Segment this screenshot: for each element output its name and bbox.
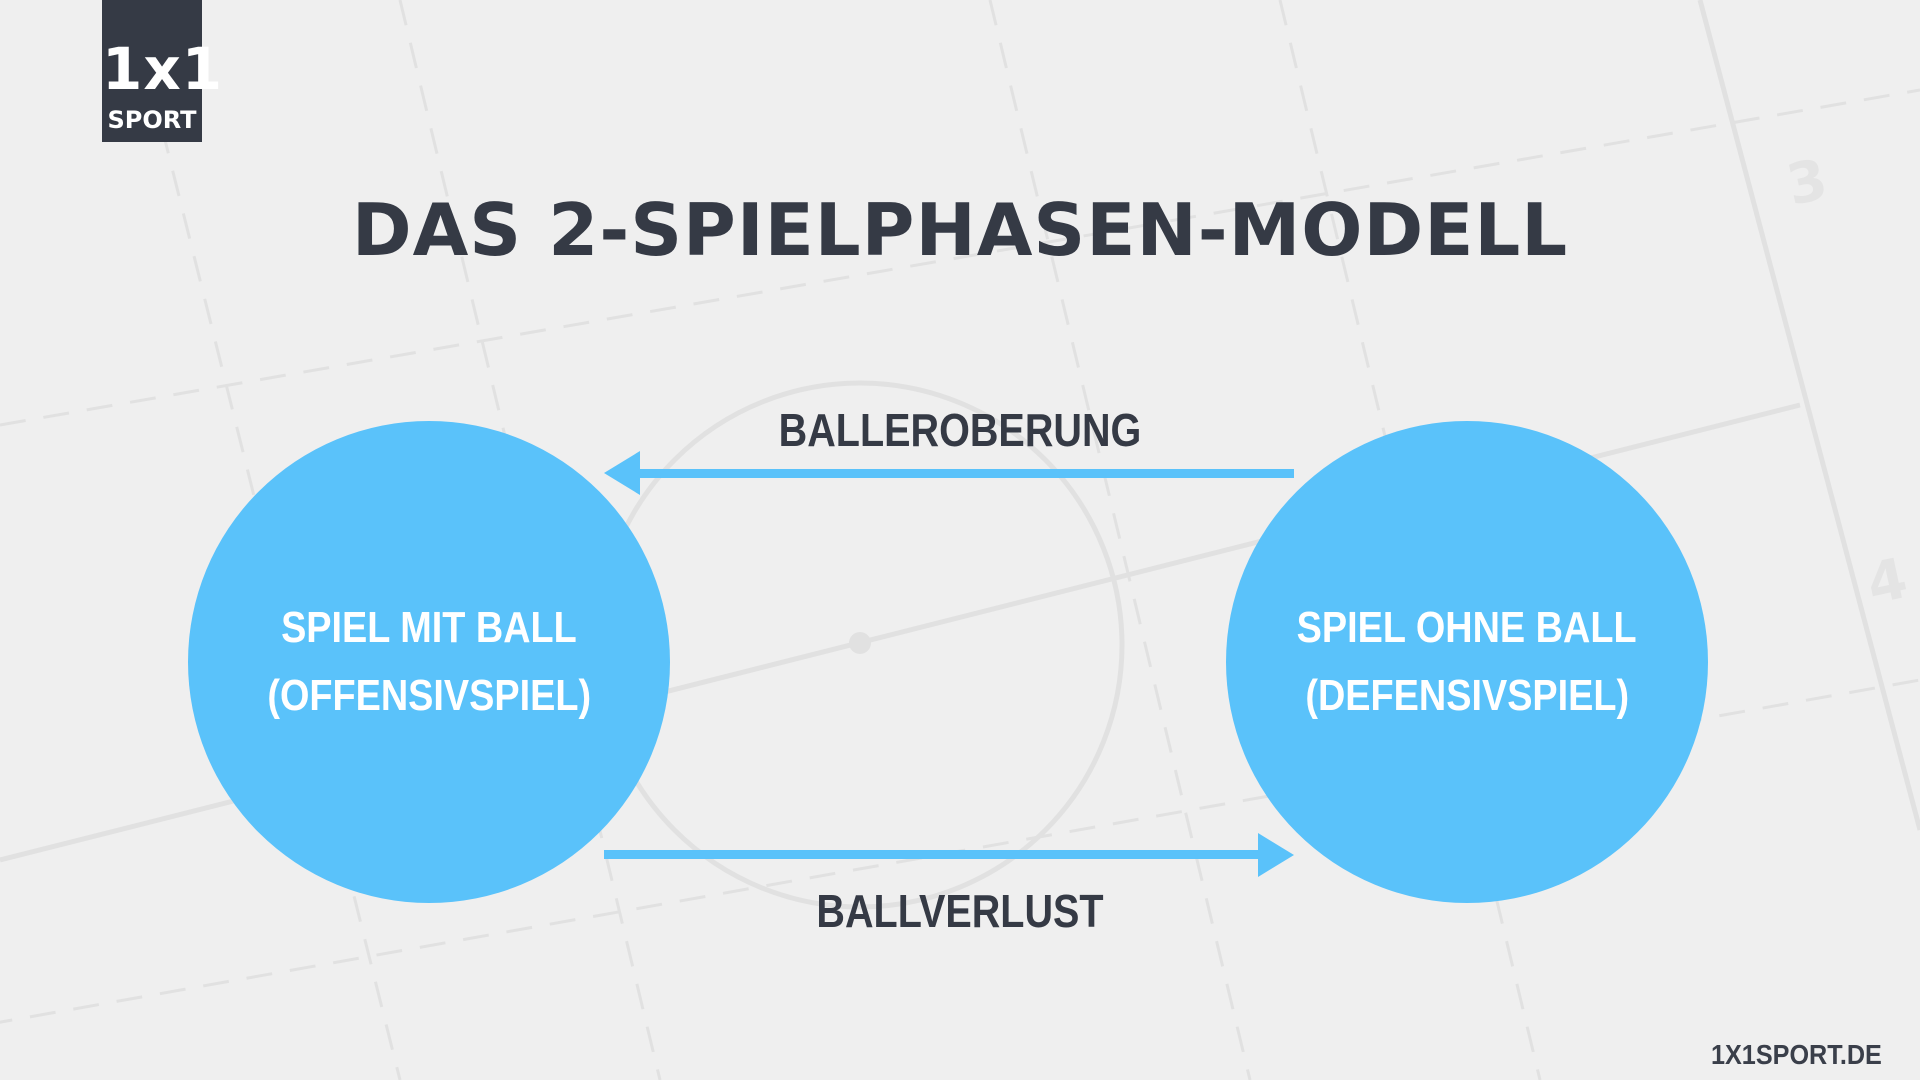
phase-defense-subtitle: (DEFENSIVSPIEL) bbox=[1305, 671, 1629, 720]
arrow-balllost-head bbox=[1258, 833, 1294, 877]
phase-defense-title: SPIEL OHNE BALL bbox=[1297, 603, 1637, 652]
footer-url[interactable]: 1X1SPORT.DE bbox=[1711, 1039, 1882, 1070]
phase-offense-title: SPIEL MIT BALL bbox=[281, 603, 577, 652]
phase-defense-node: SPIEL OHNE BALL (DEFENSIVSPIEL) bbox=[1226, 421, 1708, 903]
arrow-ballgain bbox=[604, 451, 1294, 495]
arrow-ballgain-head bbox=[604, 451, 640, 495]
arrow-ballgain-shaft bbox=[636, 469, 1294, 478]
edge-label-balllost: BALLVERLUST bbox=[816, 885, 1104, 937]
arrow-balllost bbox=[604, 833, 1294, 877]
logo-wordmark: SPORT bbox=[107, 106, 197, 134]
phase-offense-node: SPIEL MIT BALL (OFFENSIVSPIEL) bbox=[188, 421, 670, 903]
arrow-balllost-shaft bbox=[604, 850, 1262, 859]
page-title: DAS 2-SPIELPHASEN-MODELL bbox=[351, 188, 1569, 272]
phase-offense-subtitle: (OFFENSIVSPIEL) bbox=[267, 671, 591, 720]
edge-label-ballgain: BALLEROBERUNG bbox=[778, 404, 1142, 456]
